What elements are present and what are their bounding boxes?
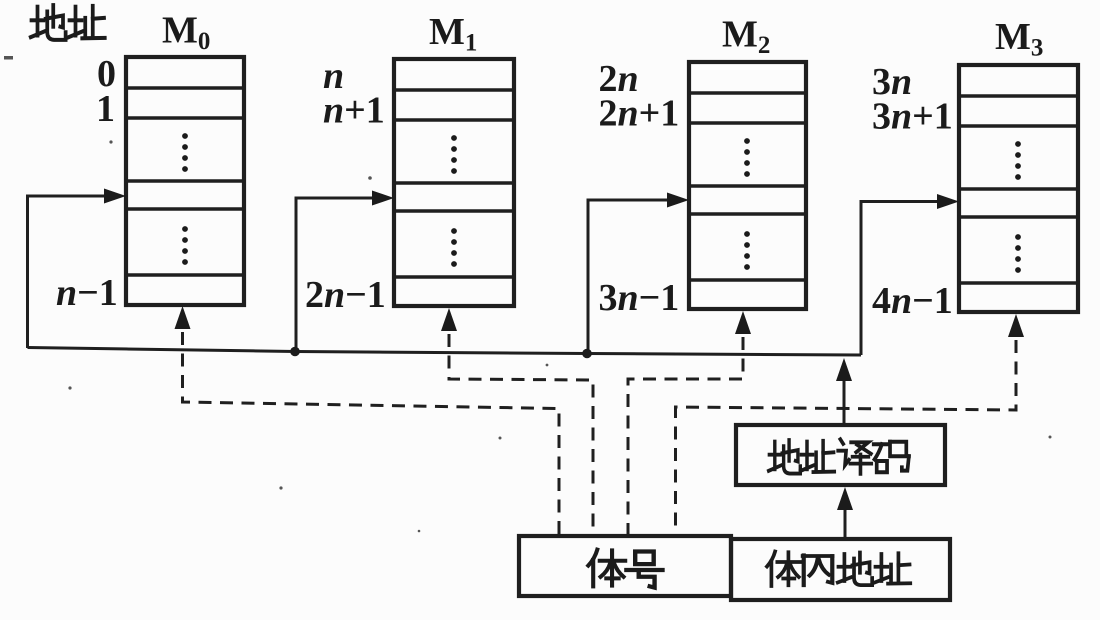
svg-text:2n−1: 2n−1 [305,274,386,316]
svg-text:M2: M2 [722,14,770,60]
svg-text:1: 1 [96,88,115,130]
svg-text:4n−1: 4n−1 [872,280,953,322]
svg-text:n−1: n−1 [56,272,118,314]
svg-text:n+1: n+1 [323,90,385,132]
svg-text:M3: M3 [995,16,1043,62]
svg-text:M1: M1 [429,11,477,57]
svg-text:3n+1: 3n+1 [872,96,953,138]
svg-text:M0: M0 [162,10,210,56]
svg-text:3n−1: 3n−1 [599,277,680,319]
svg-text:3n: 3n [872,61,912,103]
svg-text:2n+1: 2n+1 [599,93,680,135]
svg-text:n: n [323,55,344,97]
svg-text:2n: 2n [599,58,639,100]
svg-text:0: 0 [97,53,116,95]
